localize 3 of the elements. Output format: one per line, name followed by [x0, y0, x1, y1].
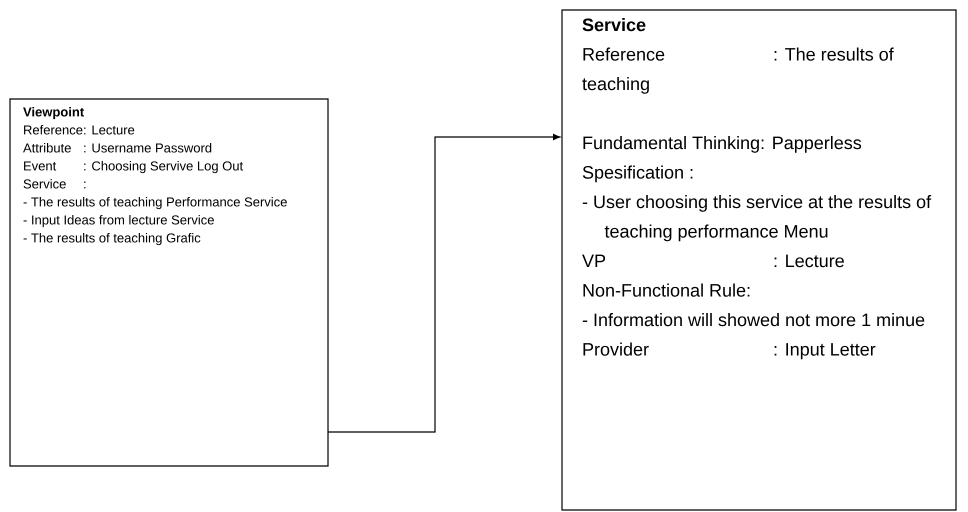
text-box: Service Reference : The results of teaching Fundamental Thinking: Papperless Spesification : - User choosing this service at the results of teaching performance Menu VP : Lecture Non-Functional Rule: - Information will showed not more 1 minue Provider : Input Letter: [561, 9, 957, 511]
arrow: [328, 134, 560, 433]
text-box: Viewpoint Reference: Lecture Attribute : Username Password Event : Choosing Servive Log Out Service : - The results of teaching Performance Service - Input Ideas from lecture Service - The results of teaching Grafic: [9, 98, 329, 467]
